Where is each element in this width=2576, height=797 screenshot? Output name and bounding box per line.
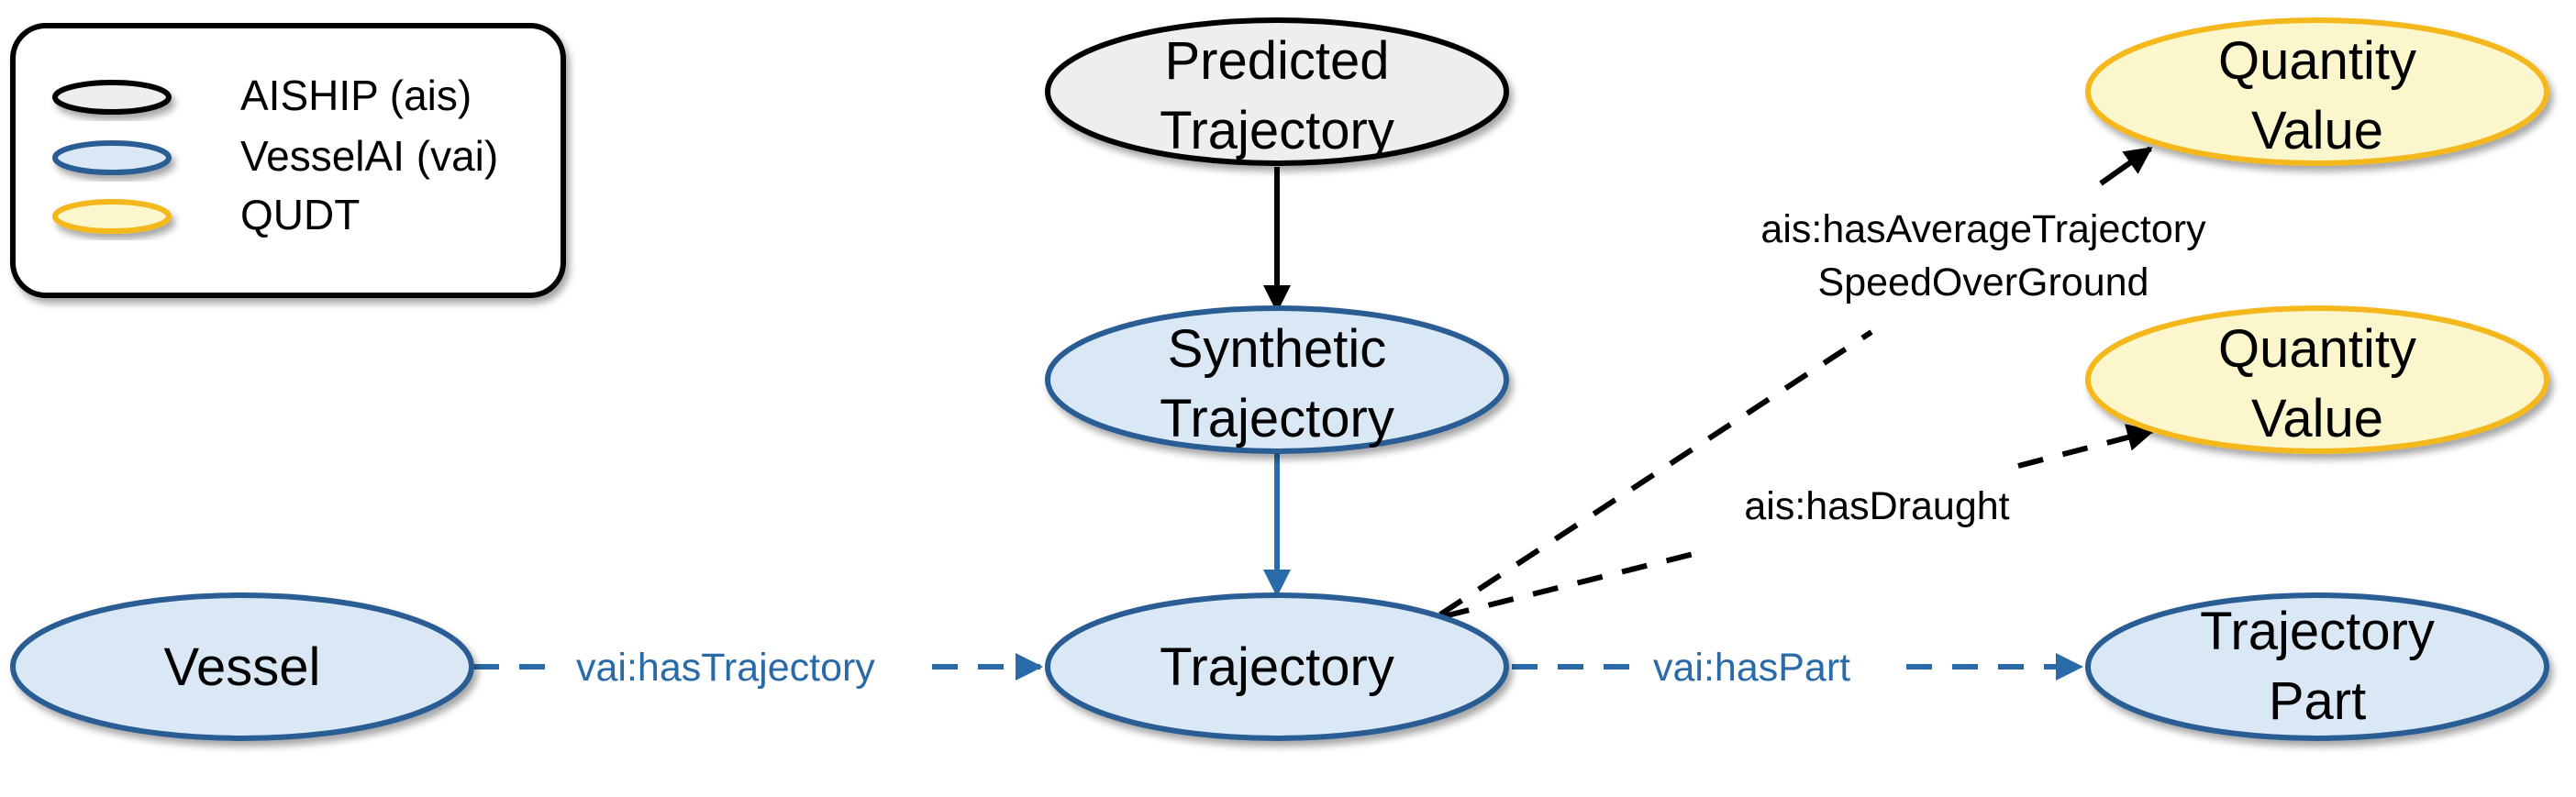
predicted-label-1: Predicted [1164,31,1389,91]
legend: AISHIP (ais) VesselAI (vai) QUDT [10,23,566,298]
trajectory-part-label-2: Part [2269,671,2366,731]
edge-label-avg-speed-2: SpeedOverGround [1818,260,2149,304]
legend-label-ais: AISHIP (ais) [240,72,472,119]
qv-mid-label-1: Quantity [2218,319,2416,379]
qv-top-label-1: Quantity [2218,31,2416,91]
legend-swatch-vai [52,140,172,175]
trajectory-label: Trajectory [1160,637,1394,697]
node-predicted-trajectory: Predicted Trajectory [1045,17,1509,166]
edge-label-has-draught: ais:hasDraught [1744,484,2009,528]
edge-label-has-part: vai:hasPart [1653,646,1850,690]
legend-swatch-ais [52,80,172,115]
node-quantity-value-top: Quantity Value [2085,17,2549,166]
predicted-label-2: Trajectory [1160,101,1394,161]
synthetic-label-1: Synthetic [1168,319,1387,379]
trajectory-part-label-1: Trajectory [2200,602,2435,661]
legend-swatch-qudt [52,199,172,234]
node-synthetic-trajectory: Synthetic Trajectory [1045,305,1509,454]
edge-avg-speed-a [1438,329,1873,617]
qv-top-label-2: Value [2251,101,2383,161]
qv-mid-label-2: Value [2251,389,2383,448]
legend-label-qudt: QUDT [240,191,360,238]
vessel-label: Vessel [164,637,321,697]
edge-label-has-trajectory: vai:hasTrajectory [576,646,875,690]
node-trajectory-part: Trajectory Part [2085,592,2549,741]
legend-label-vai: VesselAI (vai) [240,132,498,180]
node-vessel: Vessel [10,592,474,741]
edge-draught-b [2017,424,2155,469]
node-trajectory: Trajectory [1045,592,1509,741]
edge-avg-speed-b [2099,146,2153,186]
node-quantity-value-mid: Quantity Value [2085,305,2549,454]
synthetic-label-2: Trajectory [1160,389,1394,448]
edge-label-avg-speed-1: ais:hasAverageTrajectory [1760,207,2206,251]
